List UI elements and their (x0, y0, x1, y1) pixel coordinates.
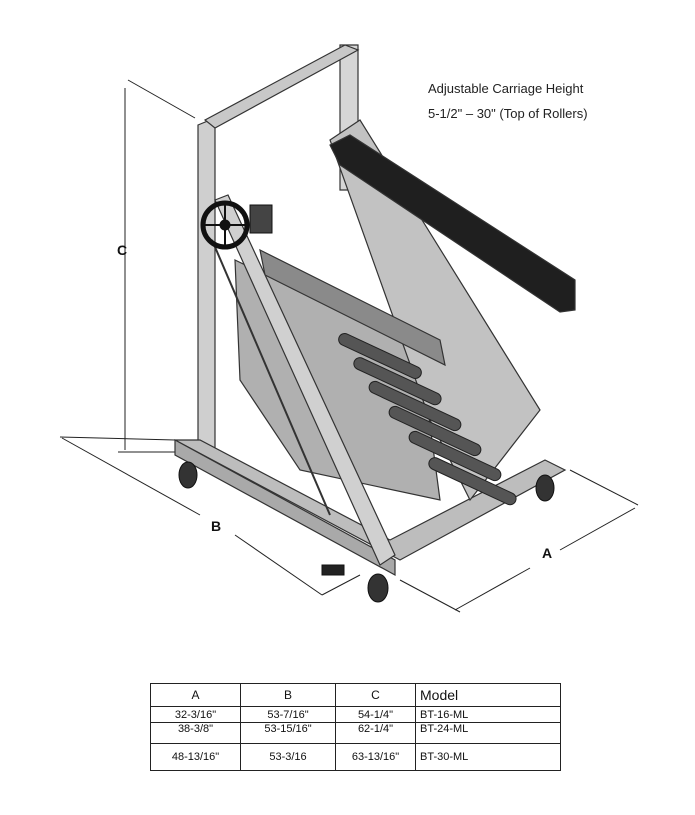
cell-c: 54-1/4" (335, 706, 416, 723)
cell-model: BT-30-ML (415, 743, 561, 771)
dimension-b-line-2 (234, 534, 323, 596)
table-row: 32-3/16" 53-7/16" 54-1/4" BT-16-ML (150, 706, 561, 723)
table-row: 48-13/16" 53-3/16 63-13/16" BT-30-ML (150, 743, 561, 771)
cell-model: BT-24-ML (415, 722, 561, 744)
table-row: 38-3/8" 53-15/16" 62-1/4" BT-24-ML (150, 722, 561, 744)
cart-illustration (59, 44, 639, 613)
cell-b: 53-15/16" (240, 722, 336, 744)
caster-wheels (178, 461, 555, 603)
cell-a: 48-13/16" (150, 743, 241, 771)
table-header-row: A B C Model (150, 683, 561, 707)
dimension-c-extension-top (127, 79, 196, 119)
header-c: C (335, 683, 416, 707)
cell-b: 53-3/16 (240, 743, 336, 771)
dimension-c-label: C (117, 242, 128, 258)
header-b: B (240, 683, 336, 707)
carriage-height-label: Adjustable Carriage Height (428, 81, 584, 96)
cell-a: 32-3/16" (150, 706, 241, 723)
dimension-b-label: B (211, 518, 222, 534)
dimension-b-line-1 (61, 437, 201, 516)
model-dimensions-table: A B C Model 32-3/16" 53-7/16" 54-1/4" BT… (150, 683, 561, 771)
cell-c: 62-1/4" (335, 722, 416, 744)
cell-model: BT-16-ML (415, 706, 561, 723)
dimension-a-line-1 (454, 567, 531, 611)
header-model: Model (415, 683, 561, 707)
header-a: A (150, 683, 241, 707)
cell-c: 63-13/16" (335, 743, 416, 771)
carriage-height-range: 5-1/2" – 30" (Top of Rollers) (428, 106, 588, 121)
handwheel-icon (200, 200, 273, 250)
cell-a: 38-3/8" (150, 722, 241, 744)
dimension-a-label: A (542, 545, 553, 561)
dimension-a-line-2 (559, 507, 636, 551)
cell-b: 53-7/16" (240, 706, 336, 723)
